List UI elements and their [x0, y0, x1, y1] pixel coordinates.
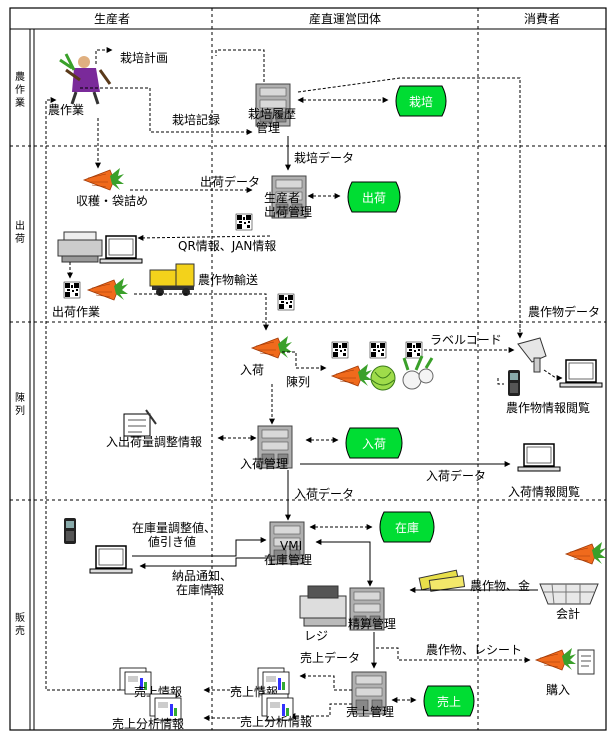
- datastore-stock: 在庫: [379, 511, 435, 543]
- qr-icon-1: [235, 213, 253, 231]
- label-stock-adjust-2: 値引き値: [148, 534, 196, 549]
- label-crop-money: 農作物、金: [470, 578, 530, 593]
- label-cultivation-data: 栽培データ: [294, 150, 354, 165]
- pc-icon-crop-view: [559, 359, 603, 388]
- row-label-farming: 農 作 業: [15, 70, 25, 109]
- label-crop-data: 農作物データ: [528, 304, 600, 319]
- label-crop-receipt: 農作物、レシート: [426, 643, 522, 657]
- cabbage-icon: [370, 365, 396, 391]
- label-arrival-adjust: 入出荷量調整情報: [106, 434, 202, 449]
- label-history-mgmt-2: 管理: [256, 120, 280, 135]
- svg-text:業: 業: [15, 96, 25, 109]
- label-delivery-1: 納品通知、: [172, 569, 232, 583]
- truck-icon: [149, 263, 195, 296]
- label-shipping-data: 出荷データ: [200, 174, 260, 189]
- qr-icon-4: [331, 341, 349, 359]
- column-header-consumer: 消費者: [524, 11, 560, 26]
- pc-icon-arrival-view: [517, 443, 561, 472]
- svg-text:荷: 荷: [15, 233, 25, 245]
- label-settlement: 精算管理: [348, 616, 396, 631]
- svg-text:陳: 陳: [15, 392, 25, 404]
- phone-icon-producer: [64, 518, 76, 544]
- label-stock-adjust-1: 在庫量調整値、: [132, 520, 216, 535]
- label-producer-ship-1: 生産者: [264, 190, 300, 205]
- label-harvest-bag: 収穫・袋詰め: [76, 193, 148, 208]
- label-arrival-data-1: 入荷データ: [426, 468, 486, 483]
- carrot-icon-purchase: [535, 647, 577, 671]
- datastore-cultivation: 栽培: [395, 85, 447, 117]
- label-qr-jan: QR情報、JAN情報: [178, 239, 276, 253]
- label-history-mgmt-1: 栽培履歴: [248, 106, 296, 121]
- qr-icon-5: [369, 341, 387, 359]
- notepad-icon: [123, 409, 157, 437]
- turnip-icon: [402, 355, 434, 390]
- farmer-icon: [59, 53, 112, 105]
- column-header-org: 産直運営団体: [309, 11, 381, 26]
- qr-icon-6: [405, 341, 423, 359]
- swimlane-grid: [9, 7, 607, 731]
- label-sales-mgmt: 売上管理: [346, 704, 394, 719]
- carrot-icon-harvest: [83, 167, 125, 191]
- svg-text:在庫: 在庫: [395, 521, 419, 535]
- label-arrival-info-view: 入荷情報閲覧: [508, 485, 580, 499]
- row-label-sales: 販 売: [15, 612, 25, 637]
- label-arrival-data-2: 入荷データ: [294, 486, 354, 501]
- carrot-icon-display: [331, 363, 373, 387]
- label-producer-ship-2: 出荷管理: [264, 204, 312, 219]
- qr-icon-3: [277, 293, 295, 311]
- label-sales-analysis-1: 売上分析情報: [112, 716, 184, 731]
- datastore-shipping: 出荷: [347, 181, 401, 213]
- label-display: 陳列: [286, 375, 310, 389]
- phone-icon-consumer: [508, 370, 520, 396]
- svg-text:栽培: 栽培: [409, 94, 433, 109]
- carrot-icon-checkout: [565, 541, 607, 565]
- svg-text:出荷: 出荷: [362, 191, 386, 205]
- money-icon: [418, 569, 466, 592]
- label-farm-work: 農作業: [48, 103, 84, 117]
- label-label-code: ラベルコード: [430, 333, 502, 347]
- basket-icon: [539, 583, 599, 605]
- receipt-icon: [577, 649, 595, 675]
- label-shipping-work: 出荷作業: [52, 305, 100, 319]
- svg-text:売上: 売上: [437, 694, 461, 709]
- label-checkout: 会計: [556, 606, 580, 621]
- label-arrival: 入荷: [240, 363, 264, 377]
- label-vmi-1: VMI: [280, 539, 302, 553]
- label-cultivation-record: 栽培記録: [172, 112, 220, 127]
- qr-icon-2: [63, 281, 81, 299]
- label-crop-transport: 農作物輸送: [198, 272, 258, 287]
- printer-icon: [57, 231, 103, 263]
- carrot-icon-shipping: [87, 277, 129, 301]
- row-label-display: 陳 列: [15, 392, 25, 417]
- label-cultivation-plan: 栽培計画: [120, 50, 168, 65]
- datastore-sales: 売上: [423, 685, 475, 717]
- label-sales-data: 売上データ: [300, 650, 360, 665]
- svg-text:入荷: 入荷: [362, 437, 386, 451]
- label-arrival-mgmt: 入荷管理: [240, 456, 288, 471]
- svg-text:作: 作: [15, 84, 25, 96]
- label-delivery-2: 在庫情報: [176, 583, 224, 597]
- label-vmi-2: 在庫管理: [264, 552, 312, 567]
- column-header-producer: 生産者: [94, 11, 130, 26]
- carrot-icon-arrival: [251, 335, 293, 359]
- svg-text:売: 売: [15, 624, 25, 637]
- label-crop-info-view: 農作物情報閲覧: [506, 401, 590, 415]
- svg-text:販: 販: [15, 612, 25, 624]
- register-icon: [299, 585, 347, 627]
- label-sales-analysis-2: 売上分析情報: [240, 714, 312, 729]
- label-purchase: 購入: [546, 683, 570, 697]
- row-label-shipping: 出 荷: [15, 219, 25, 245]
- datastore-arrival: 入荷: [345, 427, 403, 459]
- pc-icon-producer: [89, 545, 133, 574]
- svg-text:列: 列: [15, 404, 25, 417]
- svg-text:出: 出: [15, 219, 25, 232]
- label-register: レジ: [304, 629, 328, 643]
- scanner-icon: [517, 337, 547, 373]
- svg-text:農: 農: [15, 70, 25, 83]
- pc-icon-shipping: [99, 235, 143, 264]
